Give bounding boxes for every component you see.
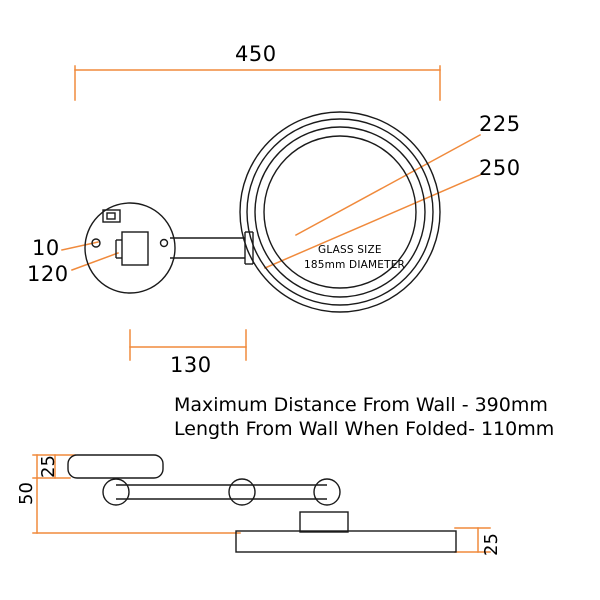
screw-hole-left: [91, 238, 101, 248]
side-mirror-plate: [235, 530, 457, 553]
dim-label-25-base: 25: [481, 533, 502, 556]
switch-housing: [102, 209, 121, 223]
dim-label-25-bracket: 25: [38, 455, 59, 478]
side-pivot-middle: [228, 478, 256, 506]
note-max-distance: Maximum Distance From Wall - 390mm: [174, 394, 548, 416]
wall-plate-circle: [84, 202, 176, 294]
dim-120-leader: [71, 252, 119, 271]
dim-label-225: 225: [479, 112, 521, 136]
mirror-ring-2: [246, 118, 434, 306]
dim-label-130: 130: [170, 353, 212, 377]
mirror-ring-3: [254, 126, 426, 298]
mirror-glass-circle: [263, 135, 417, 289]
switch-button: [106, 212, 116, 220]
dim-label-120: 120: [27, 262, 69, 286]
side-wall-bracket: [67, 454, 164, 479]
side-pivot-right: [313, 478, 341, 506]
dim-label-250: 250: [479, 156, 521, 180]
dim-250-leader: [264, 174, 481, 269]
dim-label-50: 50: [16, 482, 37, 505]
glass-size-line-1: GLASS SIZE: [318, 244, 382, 256]
glass-size-line-2: 185mm DIAMETER: [304, 259, 406, 271]
side-pivot-left: [102, 478, 130, 506]
note-folded-length: Length From Wall When Folded- 110mm: [174, 418, 555, 440]
dim-label-10: 10: [32, 236, 60, 260]
wall-plate-block: [121, 231, 149, 266]
screw-hole-right: [159, 238, 169, 248]
dim-225-leader: [294, 133, 482, 237]
side-mirror-head-block: [299, 511, 349, 533]
mirror-outer-ring: [239, 111, 441, 313]
dim-label-450: 450: [235, 42, 277, 66]
